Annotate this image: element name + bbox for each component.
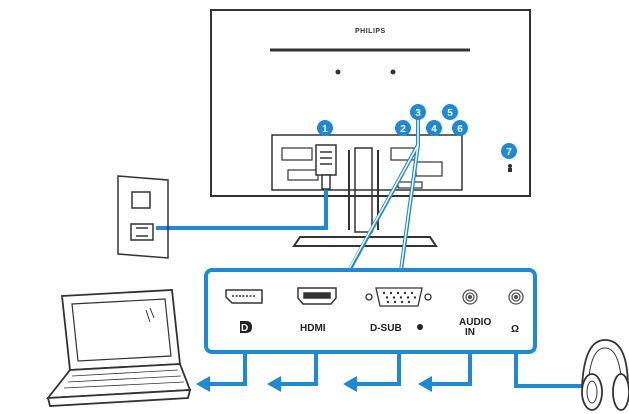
arrowheads <box>196 376 432 392</box>
callout-3-badge: 3 <box>410 104 426 120</box>
headphone-label: Ω <box>511 324 519 335</box>
callout-2-badge: 2 <box>395 120 411 136</box>
arrowhead-icon <box>343 376 357 392</box>
audio-cable-arrow <box>430 352 472 386</box>
callout-5-badge: 5 <box>442 104 458 120</box>
leader-inner <box>344 120 419 277</box>
monitor-frame <box>210 9 531 197</box>
kensington-slot-icon <box>508 164 512 172</box>
displayport-label: D <box>241 323 248 334</box>
callout-1-badge: 1 <box>317 120 333 136</box>
displayport-cable-arrow <box>208 352 247 386</box>
svg-text:7: 7 <box>506 147 512 158</box>
callout-leaders <box>343 118 420 279</box>
hdmi-cable-arrow <box>279 352 318 386</box>
monitor-back <box>210 9 531 247</box>
brand-logo: PHILIPS <box>355 28 386 35</box>
displayport-icon <box>225 289 263 304</box>
headphone-jack-icon <box>508 289 524 305</box>
svg-text:4: 4 <box>431 124 437 135</box>
vesa-hole-right <box>390 69 396 75</box>
svg-text:2: 2 <box>400 124 406 135</box>
callout-7-badge: 7 <box>501 143 517 159</box>
svg-text:1: 1 <box>322 124 328 135</box>
svg-text:3: 3 <box>415 108 421 119</box>
vga-cable-arrow <box>355 352 401 386</box>
hdmi-label: HDMI <box>300 323 326 334</box>
laptop-icon <box>46 289 192 407</box>
power-plug-icon <box>315 144 337 190</box>
rear-slot <box>287 169 319 181</box>
audio-in-label-line1: AUDIO <box>459 317 491 328</box>
callout-4-badge: 4 <box>426 120 442 136</box>
rear-port-bay <box>271 134 463 191</box>
callout-6-badge: 6 <box>452 120 468 136</box>
headphone-cable-line <box>514 352 590 388</box>
leader-line-left <box>343 118 420 279</box>
rear-slot <box>415 161 443 177</box>
displayport-logo-icon: D <box>240 321 252 334</box>
headphones-icon <box>581 339 629 411</box>
vga-port-icon <box>365 287 432 307</box>
port-panel <box>204 268 537 354</box>
svg-text:5: 5 <box>447 108 453 119</box>
hdmi-port-icon <box>297 287 337 305</box>
arrowhead-icon <box>418 376 432 392</box>
stand-base <box>292 236 438 247</box>
rear-slot <box>397 181 423 189</box>
callout-badges: 1 2 3 4 5 6 7 <box>317 104 517 159</box>
audio-in-label-line2: IN <box>465 327 475 338</box>
rear-slot <box>281 147 313 161</box>
arrowhead-icon <box>267 376 281 392</box>
vga-sync-dot-icon <box>417 324 423 330</box>
audio-jack-icon <box>462 289 478 305</box>
wall-outlet-icon <box>117 175 169 259</box>
arrowhead-icon <box>196 376 210 392</box>
svg-text:6: 6 <box>457 124 463 135</box>
vesa-hole-left <box>335 69 341 75</box>
cable-arrows <box>208 352 590 388</box>
vga-label: D-SUB <box>370 323 402 334</box>
